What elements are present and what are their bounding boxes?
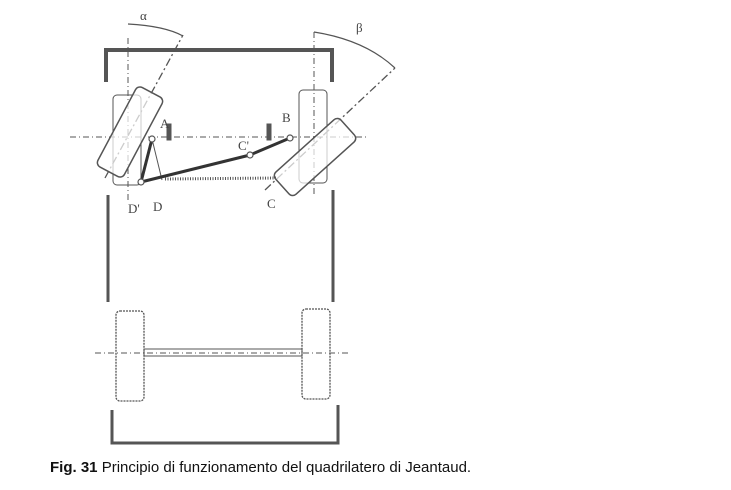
label-beta: β <box>356 20 363 35</box>
right-front-wheel <box>273 117 357 197</box>
left-front-wheel <box>96 86 164 178</box>
figure-caption: Fig. 31 Principio di funzionamento del q… <box>50 459 471 476</box>
label-d: D <box>153 199 162 214</box>
left-rear-wheel <box>115 310 145 402</box>
label-c: C <box>267 196 276 211</box>
tie-rod <box>140 153 251 184</box>
caption-text: Principio di funzionamento del quadrilat… <box>101 459 472 476</box>
alpha-arc <box>127 23 184 37</box>
label-d-prime: D' <box>128 201 140 216</box>
jeantaud-diagram: α β A B C' C D' D <box>70 8 396 445</box>
rear-frame <box>110 405 340 445</box>
tie-rod-straight <box>164 176 278 181</box>
label-a: A <box>160 116 170 131</box>
label-b: B <box>282 110 291 125</box>
label-alpha: α <box>140 8 147 23</box>
front-frame <box>104 48 334 82</box>
beta-arc <box>313 31 396 69</box>
left-steering-arm <box>139 138 154 183</box>
right-rear-wheel <box>301 308 331 400</box>
label-c-prime: C' <box>238 138 249 153</box>
figure-number: Fig. 31 <box>50 459 98 476</box>
